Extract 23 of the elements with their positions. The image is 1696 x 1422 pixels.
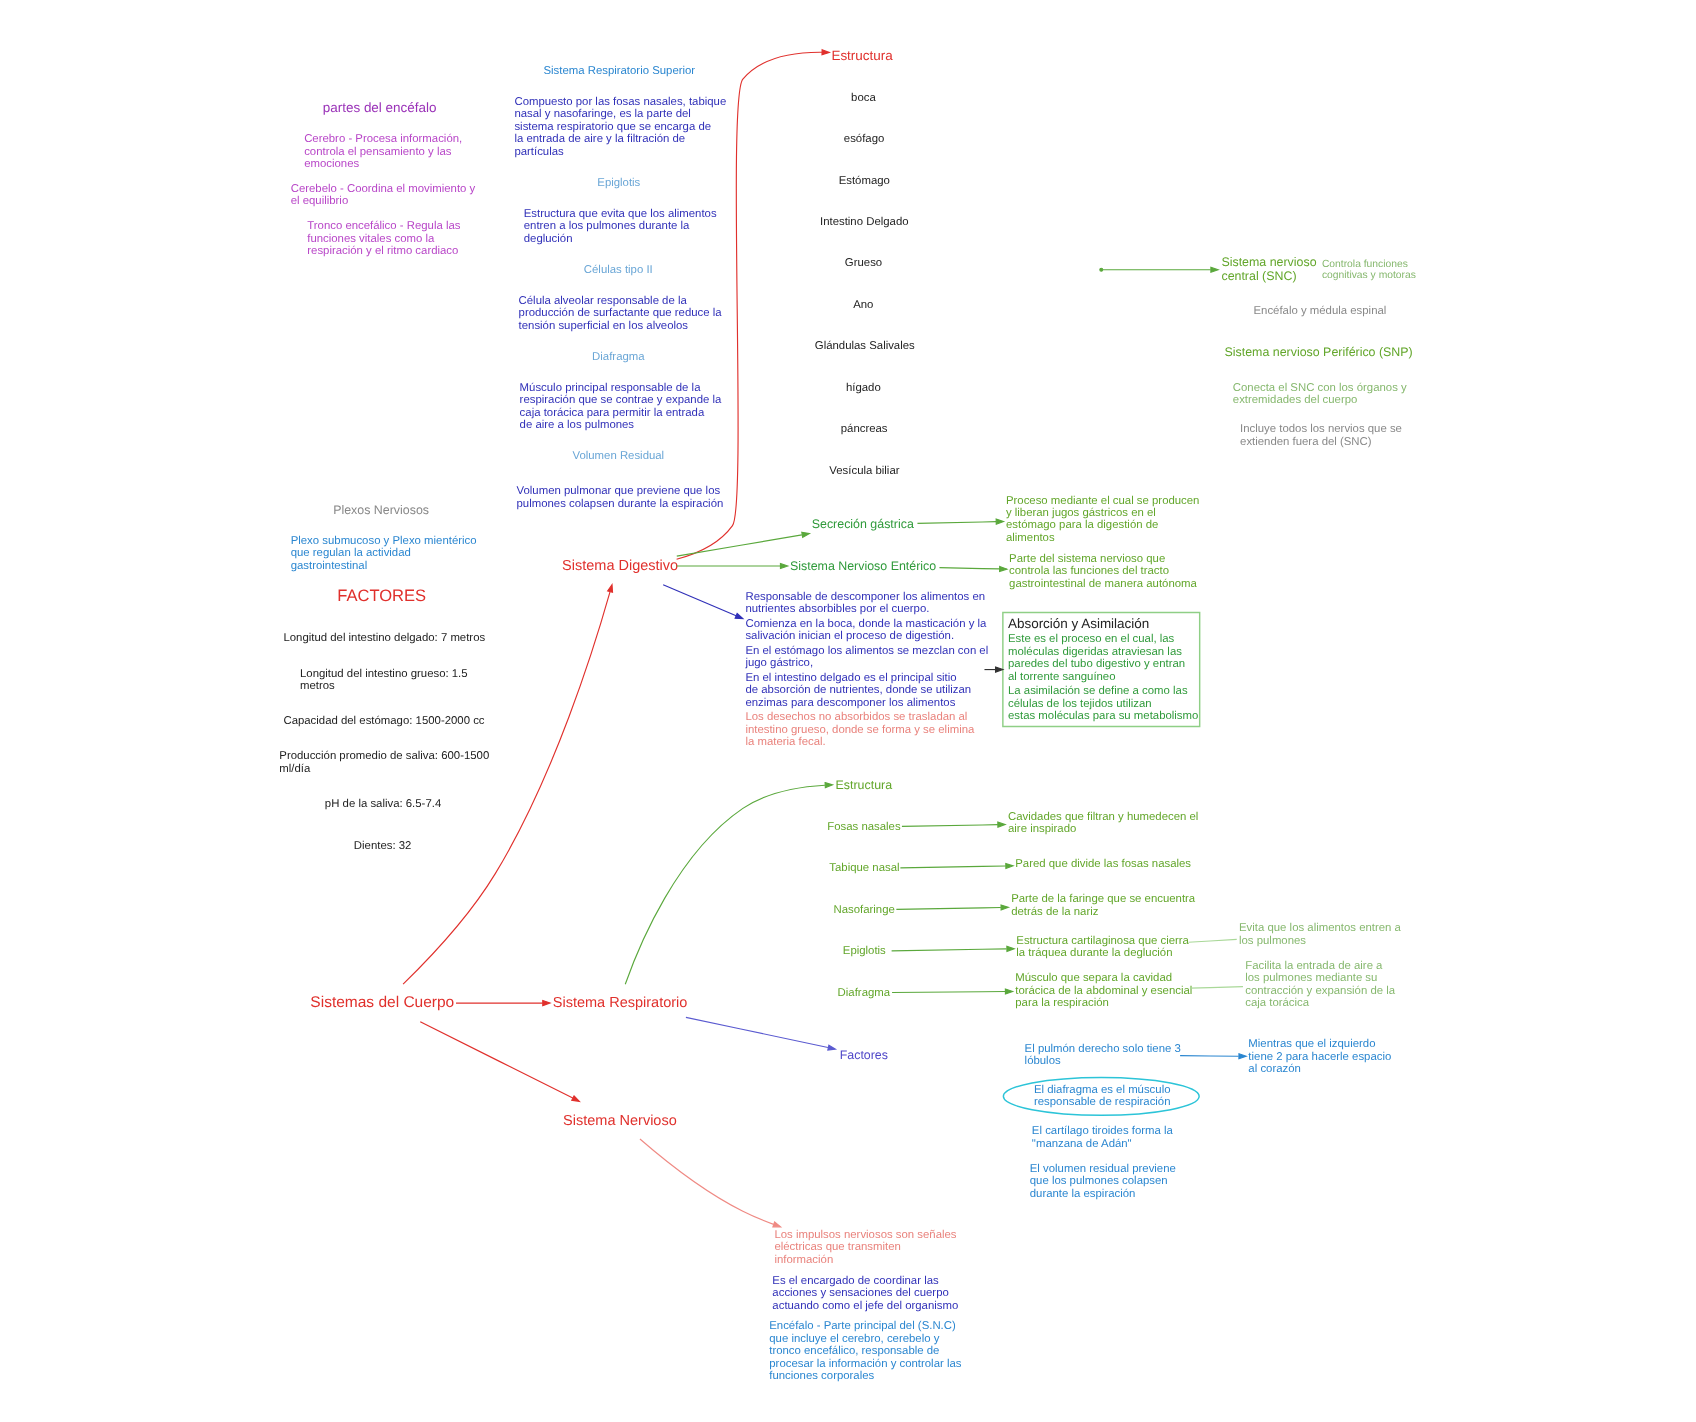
connector — [1187, 938, 1238, 943]
arrow — [455, 999, 552, 1007]
arrow — [938, 565, 1009, 573]
arrow — [916, 518, 1006, 525]
arrow — [662, 584, 745, 620]
arrow — [676, 562, 790, 570]
arrow — [983, 666, 1005, 673]
arrow — [639, 1138, 783, 1228]
arrow — [901, 821, 1007, 829]
arrow — [1179, 1052, 1248, 1060]
arrow — [1102, 266, 1220, 274]
arrow — [891, 988, 1015, 995]
arrow — [676, 531, 812, 557]
arrow — [891, 945, 1016, 953]
arrow — [402, 583, 614, 985]
arrow — [685, 1016, 838, 1051]
arrow — [419, 1021, 581, 1103]
arrow — [899, 862, 1015, 870]
label: FACTORES — [337, 586, 427, 605]
connector — [1189, 986, 1244, 989]
arrow — [895, 904, 1011, 911]
arrow — [624, 781, 835, 985]
arrow — [676, 48, 832, 560]
